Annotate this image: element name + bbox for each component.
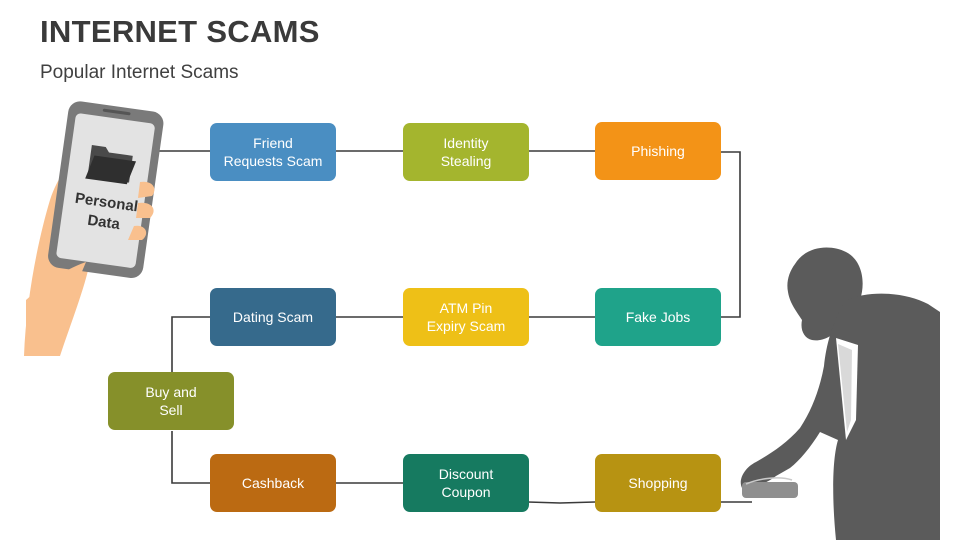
discount-coupon-node: Discount Coupon <box>403 454 529 512</box>
atm-pin-expiry-scam-node: ATM Pin Expiry Scam <box>403 288 529 346</box>
page-subtitle: Popular Internet Scams <box>40 62 239 83</box>
phishing-node: Phishing <box>595 122 721 180</box>
folder-icon <box>85 145 137 185</box>
friend-requests-scam-node: Friend Requests Scam <box>210 123 336 181</box>
shopping-node: Shopping <box>595 454 721 512</box>
connector-lines <box>155 150 752 504</box>
identity-stealing-node: Identity Stealing <box>403 123 529 181</box>
fake-jobs-node: Fake Jobs <box>595 288 721 346</box>
hacker-silhouette-icon <box>740 247 940 540</box>
dating-scam-node: Dating Scam <box>210 288 336 346</box>
hacker-shirt-collar <box>836 338 858 440</box>
buy-and-sell-node: Buy and Sell <box>108 372 234 430</box>
hand-holding-phone <box>24 101 164 356</box>
cashback-node: Cashback <box>210 454 336 512</box>
page-title: INTERNET SCAMS <box>40 14 320 49</box>
